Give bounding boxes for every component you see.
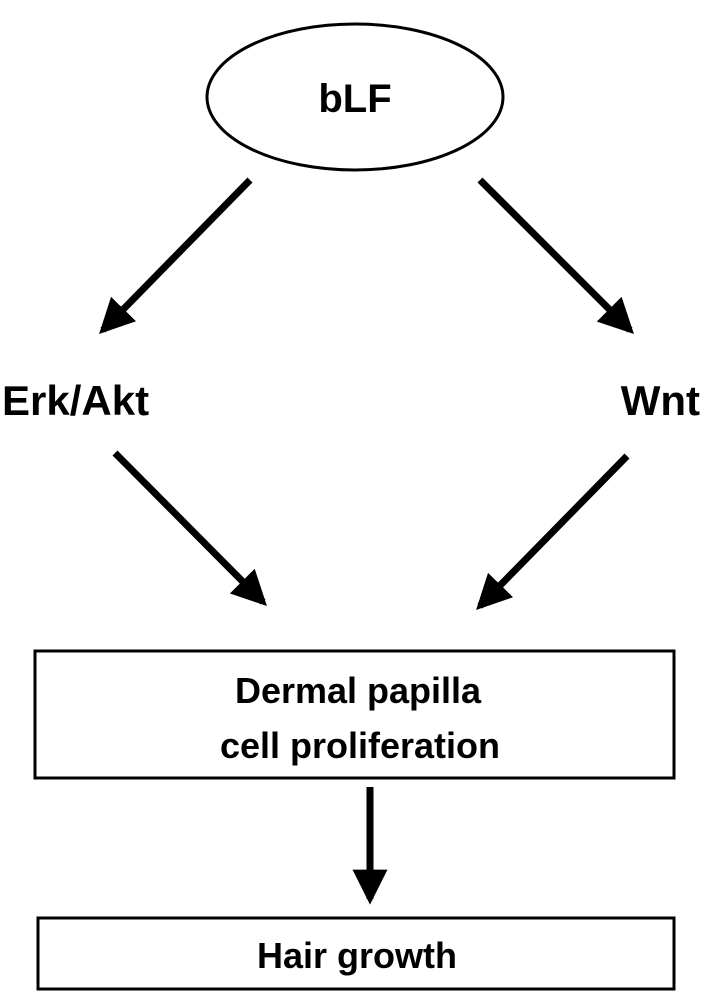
erk-akt-label: Erk/Akt	[2, 377, 149, 424]
arrow-erk-to-dermal	[112, 450, 267, 606]
blf-ellipse	[205, 22, 505, 172]
hair-growth-label: Hair growth	[257, 935, 457, 976]
arrow-blf-to-erk	[99, 177, 253, 334]
blf-node: bLF	[205, 22, 505, 172]
hair-growth-node: Hair growth	[36, 916, 676, 991]
arrow-wnt-to-dermal	[476, 453, 630, 610]
arrow-blf-to-wnt	[477, 177, 634, 334]
wnt-label: Wnt	[621, 377, 700, 424]
dermal-papilla-box	[33, 649, 676, 780]
dermal-papilla-node: Dermal papilla cell proliferation	[33, 649, 676, 780]
dermal-papilla-line1: Dermal papilla	[235, 670, 482, 711]
dermal-papilla-line2: cell proliferation	[220, 725, 500, 766]
blf-label: bLF	[318, 77, 391, 121]
hair-growth-box	[36, 916, 676, 991]
